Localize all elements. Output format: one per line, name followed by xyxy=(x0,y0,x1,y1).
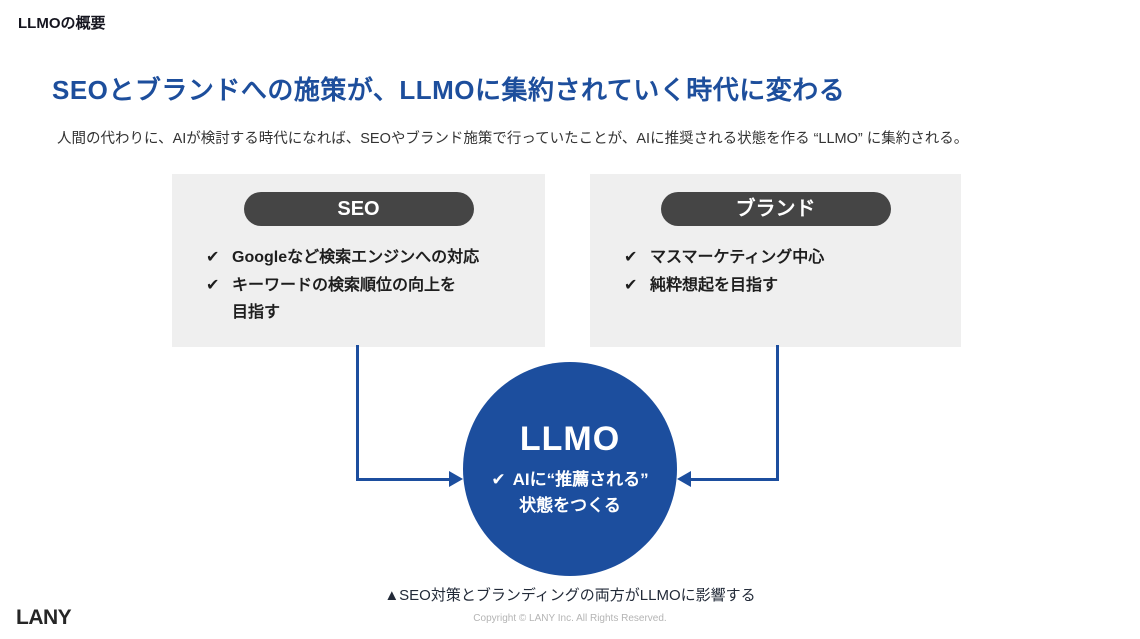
list-item-text: マスマーケティング中心 xyxy=(650,249,825,266)
page-title: SEOとブランドへの施策が、LLMOに集約されていく時代に変わる xyxy=(52,75,846,105)
brand-bullet-list: ✔ マスマーケティング中心 ✔ 純粋想起を目指す xyxy=(590,244,961,299)
list-item: ✔ Googleなど検索エンジンへの対応 xyxy=(206,244,533,272)
lany-logo: LANY xyxy=(16,606,72,629)
list-item: ✔ キーワードの検索順位の向上を 目指す xyxy=(206,272,533,327)
check-icon: ✔ xyxy=(206,276,220,294)
footer-copyright: Copyright © LANY Inc. All Rights Reserve… xyxy=(473,613,667,624)
brand-arrow-head-icon xyxy=(677,471,691,487)
check-icon: ✔ xyxy=(624,249,638,266)
llmo-circle-line1-text: AIに“推薦される” xyxy=(512,470,649,489)
brand-arrow-vertical-line xyxy=(776,345,779,480)
brand-box: ブランド ✔ マスマーケティング中心 ✔ 純粋想起を目指す xyxy=(590,174,961,347)
check-icon: ✔ xyxy=(491,470,506,489)
diagram-caption: ▲SEO対策とブランディングの両方がLLMOに影響する xyxy=(384,587,756,604)
llmo-circle-line1: ✔ AIに“推薦される” xyxy=(491,467,648,493)
seo-bullet-list: ✔ Googleなど検索エンジンへの対応 ✔ キーワードの検索順位の向上を 目指… xyxy=(172,244,545,327)
seo-arrow-vertical-line xyxy=(356,345,359,480)
seo-arrow-head-icon xyxy=(449,471,463,487)
llmo-circle-title: LLMO xyxy=(519,420,621,458)
llmo-circle: LLMO ✔ AIに“推薦される” 状態をつくる xyxy=(463,362,677,576)
seo-box-label: SEO xyxy=(243,192,474,226)
list-item-text: 純粋想起を目指す xyxy=(650,276,779,294)
list-item: ✔ 純粋想起を目指す xyxy=(624,272,949,300)
seo-arrow-horizontal-line xyxy=(356,478,451,481)
check-icon: ✔ xyxy=(206,249,220,266)
brand-box-label: ブランド xyxy=(660,192,891,226)
page-subtitle: 人間の代わりに、AIが検討する時代になれば、SEOやブランド施策で行っていたこと… xyxy=(57,131,969,147)
llmo-circle-line2: 状態をつくる xyxy=(519,495,621,515)
seo-box: SEO ✔ Googleなど検索エンジンへの対応 ✔ キーワードの検索順位の向上… xyxy=(172,174,545,347)
list-item-text: Googleなど検索エンジンへの対応 xyxy=(232,249,480,266)
list-item-text: キーワードの検索順位の向上を 目指す xyxy=(232,276,457,322)
check-icon: ✔ xyxy=(624,276,638,294)
brand-arrow-horizontal-line xyxy=(691,478,779,481)
list-item: ✔ マスマーケティング中心 xyxy=(624,244,949,272)
page-header: LLMOの概要 xyxy=(18,15,106,32)
